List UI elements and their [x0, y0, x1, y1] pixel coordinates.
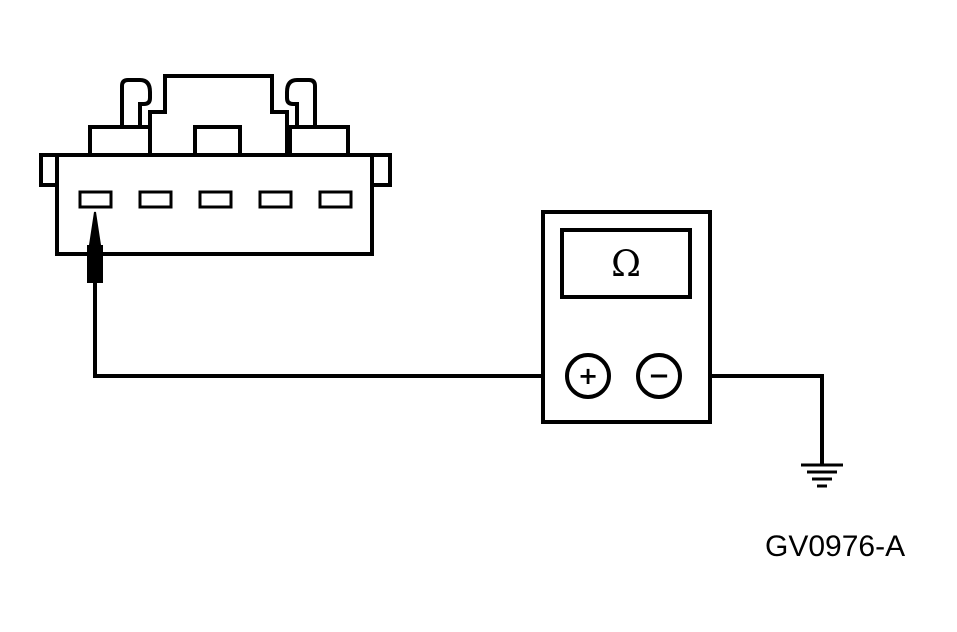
figure-reference: GV0976-A: [765, 530, 905, 563]
connector-pin-1: [78, 190, 113, 209]
connector-latch: [148, 74, 289, 158]
connector-pin-4: [258, 190, 293, 209]
meter-negative-label: −: [648, 361, 670, 391]
negative-lead-wire: [681, 374, 824, 464]
connector-left-hook: [120, 78, 152, 127]
connector-body: [55, 153, 374, 256]
connector-right-hook: [285, 78, 317, 127]
meter-display: [560, 228, 692, 299]
connector-right-top-block: [288, 125, 350, 158]
connector-pin-5: [318, 190, 353, 209]
connector-pin-2: [138, 190, 173, 209]
ohmmeter: Ω + −: [541, 210, 712, 424]
positive-lead-wire: [93, 283, 568, 378]
connector-pin-3: [198, 190, 233, 209]
connector-left-top-block: [88, 125, 152, 158]
probe-handle: [87, 245, 103, 283]
connector-latch-inner: [193, 125, 242, 156]
meter-negative-terminal: [636, 353, 682, 399]
meter-positive-label: +: [578, 362, 598, 390]
test-probe: [87, 211, 103, 283]
connector: [39, 74, 392, 256]
meter-display-symbol: Ω: [611, 244, 641, 285]
ground-icon: [801, 463, 843, 488]
meter-positive-terminal: [565, 353, 611, 399]
